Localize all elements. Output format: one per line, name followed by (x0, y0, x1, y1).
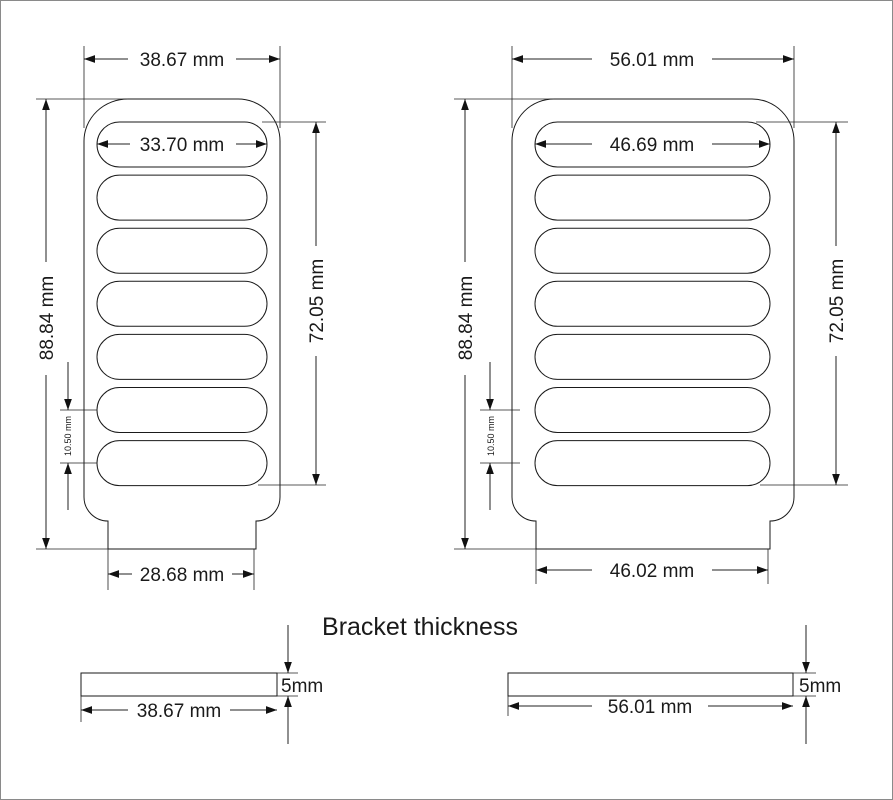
right-slot (534, 440, 771, 487)
left-thickness-view: 5mm 38.67 mm (80, 625, 323, 744)
right-slot-pitch-dimension: 10.50 mm (480, 362, 520, 510)
left-bracket (83, 98, 281, 550)
left-thickness-bar (80, 672, 278, 697)
right-thickness-length-label: 56.01 mm (608, 697, 692, 718)
right-bracket-slots (534, 121, 771, 487)
left-slot-width-dimension: 33.70 mm (97, 135, 267, 156)
left-thickness-label: 5mm (281, 676, 323, 697)
right-bracket (511, 98, 795, 550)
right-base-dimension: 46.02 mm (535, 549, 769, 584)
right-slot (534, 280, 771, 327)
right-slot-width-label: 46.69 mm (610, 135, 694, 156)
right-slot (534, 174, 771, 221)
left-slot (96, 280, 268, 327)
left-slot (96, 174, 268, 221)
right-bracket-outline (511, 98, 795, 550)
right-height-dimension: 88.84 mm (454, 98, 554, 550)
left-width-dimension: 38.67 mm (83, 46, 281, 128)
right-height-label: 88.84 mm (456, 276, 477, 360)
left-slot-pitch-label: 10.50 mm (63, 416, 73, 456)
right-thickness-view: 5mm 56.01 mm (507, 625, 841, 744)
left-height-label: 88.84 mm (37, 276, 58, 360)
right-width-label: 56.01 mm (610, 50, 694, 71)
right-slot (534, 227, 771, 274)
left-bracket-slots (96, 121, 268, 487)
left-slot (96, 440, 268, 487)
right-thickness-label: 5mm (799, 676, 841, 697)
right-slots-span-label: 72.05 mm (827, 259, 848, 343)
right-thickness-bar (507, 672, 794, 697)
right-width-dimension: 56.01 mm (511, 46, 795, 128)
left-slot (96, 227, 268, 274)
left-slot-width-label: 33.70 mm (140, 135, 224, 156)
left-base-dimension: 28.68 mm (107, 549, 255, 590)
left-slots-span-dimension: 72.05 mm (258, 121, 328, 486)
section-title: Bracket thickness (322, 613, 518, 641)
left-width-label: 38.67 mm (140, 50, 224, 71)
right-slot-pitch-label: 10.50 mm (486, 416, 496, 456)
left-height-dimension: 88.84 mm (36, 98, 128, 550)
left-slot (96, 387, 268, 433)
left-slot (96, 333, 268, 380)
left-slots-span-label: 72.05 mm (307, 259, 328, 343)
right-slot-width-dimension: 46.69 mm (535, 135, 770, 156)
left-base-label: 28.68 mm (140, 565, 224, 586)
left-bracket-outline (83, 98, 281, 550)
left-slot-pitch-dimension: 10.50 mm (60, 362, 97, 510)
right-base-label: 46.02 mm (610, 561, 694, 582)
right-slots-span-dimension: 72.05 mm (756, 121, 848, 486)
left-thickness-length-label: 38.67 mm (137, 701, 221, 722)
right-slot (534, 333, 771, 380)
right-slot (534, 387, 771, 433)
